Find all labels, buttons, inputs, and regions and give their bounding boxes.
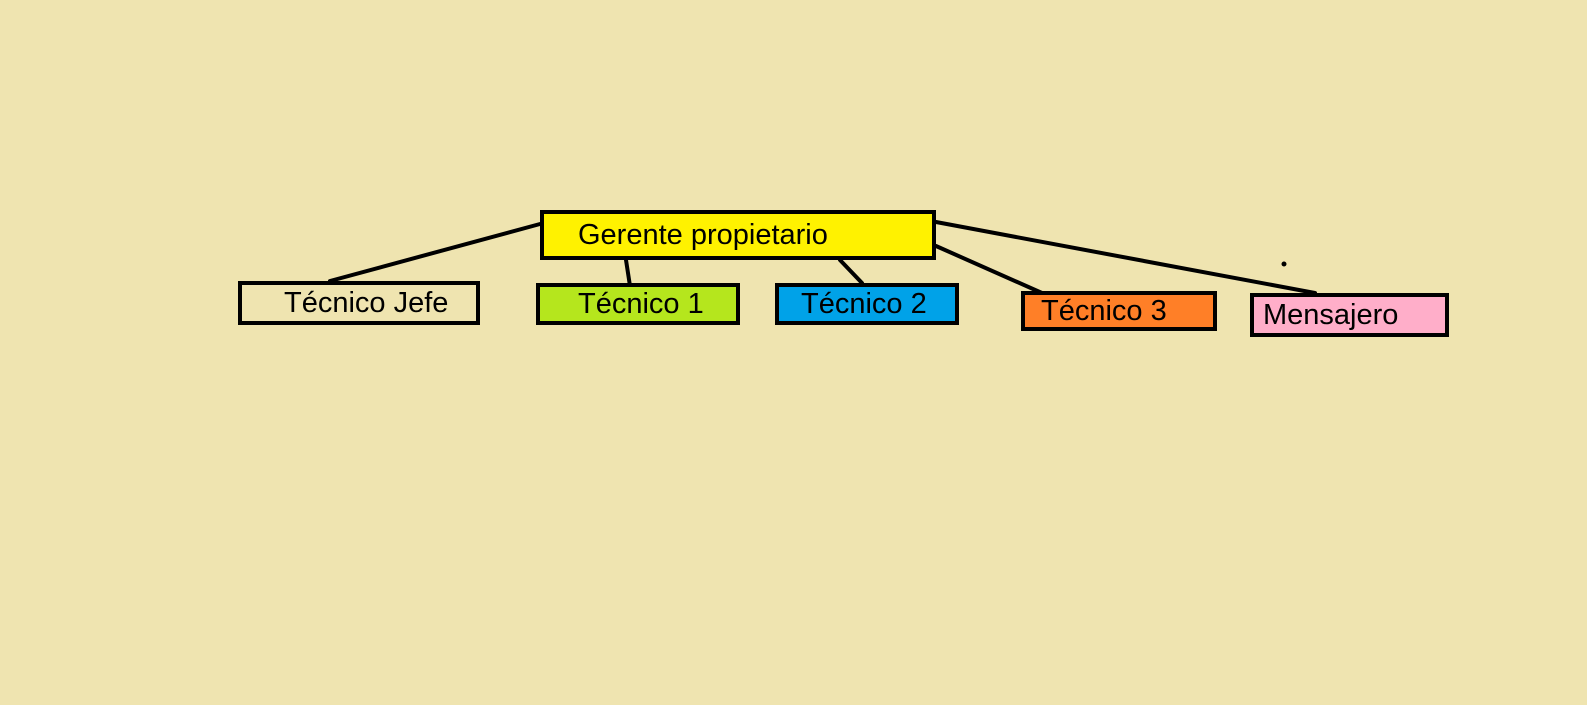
node-tecnico-2-label: Técnico 2	[801, 287, 927, 320]
node-gerente-propietario: Gerente propietario	[540, 210, 936, 260]
node-tecnico-1-label: Técnico 1	[578, 287, 704, 320]
node-tecnico-2: Técnico 2	[775, 283, 959, 325]
connector-root-to-tecnico-1	[624, 258, 632, 288]
node-tecnico-jefe: Técnico Jefe	[238, 281, 480, 325]
node-mensajero-label: Mensajero	[1263, 298, 1399, 331]
node-tecnico-jefe-label: Técnico Jefe	[284, 286, 449, 319]
connector-root-to-mensajero	[934, 220, 1317, 295]
node-mensajero: Mensajero	[1250, 293, 1449, 337]
stray-dot	[1281, 261, 1287, 267]
connector-root-to-tecnico-3	[934, 244, 1044, 295]
connector-root-to-tecnico-2	[838, 258, 864, 285]
node-tecnico-3-label: Técnico 3	[1041, 294, 1167, 327]
connector-root-to-tecnico-jefe	[328, 222, 542, 283]
node-tecnico-1: Técnico 1	[536, 283, 740, 325]
node-tecnico-3: Técnico 3	[1021, 291, 1217, 331]
node-gerente-propietario-label: Gerente propietario	[578, 218, 828, 251]
